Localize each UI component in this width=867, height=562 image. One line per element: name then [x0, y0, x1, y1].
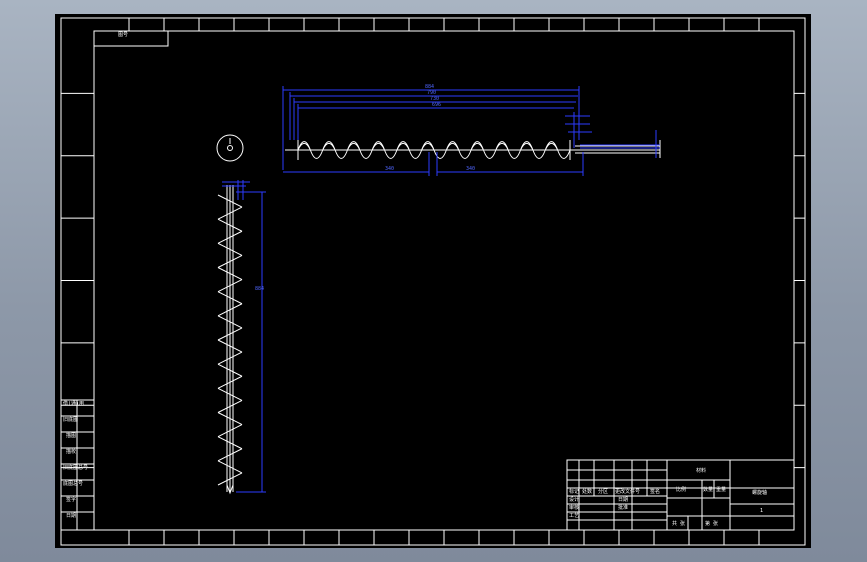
zone-ticks — [61, 18, 805, 545]
rev-sign-label: 签名 — [650, 488, 660, 495]
title-block: 标记 处数 分区 更改文件号 签名 设计 审核 工艺 日期 批准 材料 比例 数… — [566, 459, 795, 531]
vertical-flight — [217, 194, 243, 495]
rev-zone-label: 分区 — [598, 488, 608, 495]
dim-2: 790 — [427, 90, 436, 96]
process-label: 工艺 — [569, 513, 579, 519]
vertical-screw-view — [217, 185, 243, 495]
left-strip-table: 借(通)用 旧底图 描图 描校 旧底图总号 底图总号 签字 日期 — [60, 399, 95, 531]
dim-3: 730 — [430, 96, 439, 102]
checker-label: 审核 — [569, 504, 579, 511]
sheet-no-label: 第 张 — [705, 520, 718, 527]
horizontal-screw-view — [285, 140, 661, 160]
dim-bottom-right: 340 — [466, 166, 475, 172]
dimensions: 884 790 730 696 340 340 884 — [222, 84, 660, 493]
code-box-label: 图号 — [118, 32, 128, 38]
left-strip-4: 旧底图总号 — [63, 464, 88, 471]
qty-label: 数量 — [703, 486, 713, 493]
sheet-count-label: 共 张 — [672, 520, 685, 527]
part-name: 螺旋轴 — [752, 489, 767, 496]
circle-section-icon — [216, 134, 244, 162]
drawing-sheet — [55, 14, 811, 548]
approver-label: 批准 — [618, 504, 628, 511]
dim-overall: 884 — [425, 84, 434, 90]
dim-bottom-left: 340 — [385, 166, 394, 172]
weight-label: 重量 — [716, 486, 726, 493]
left-strip-1: 旧底图 — [63, 416, 78, 423]
date-label: 日期 — [618, 497, 628, 503]
left-strip-3: 描校 — [66, 448, 76, 455]
outer-frame — [60, 17, 806, 546]
rev-doc-label: 更改文件号 — [615, 488, 640, 495]
horizontal-flight — [297, 141, 571, 159]
left-strip-5: 底图总号 — [63, 480, 83, 487]
dim-4: 696 — [432, 102, 441, 108]
dim-vertical: 884 — [255, 286, 264, 292]
material-label: 材料 — [696, 467, 706, 474]
rev-mark-label: 标记 — [569, 488, 579, 495]
scale-label: 比例 — [676, 486, 686, 493]
rev-count-label: 处数 — [582, 488, 592, 495]
note-cell: 1 — [760, 508, 763, 514]
left-strip-7: 日期 — [66, 513, 76, 519]
left-strip-2: 描图 — [66, 432, 76, 439]
code-box: 图号 — [93, 30, 169, 47]
left-strip-6: 签字 — [66, 496, 76, 503]
left-strip-0: 借(通)用 — [63, 400, 84, 407]
designer-label: 设计 — [569, 496, 579, 503]
